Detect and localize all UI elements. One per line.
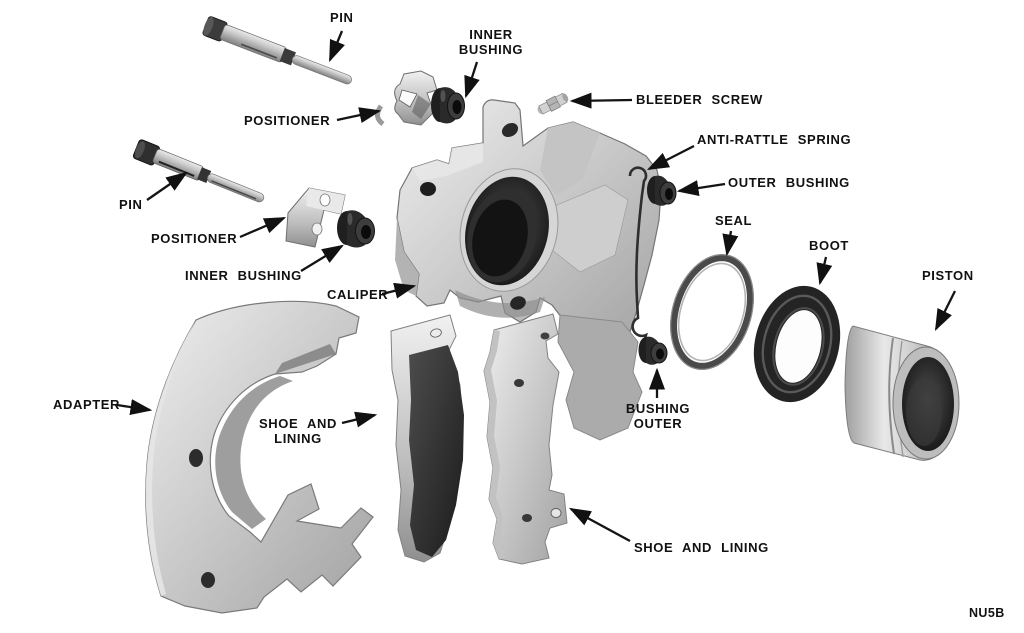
anti-rattle-spring-part — [628, 166, 648, 353]
figure-code: NU5B — [969, 606, 1005, 620]
outer-bushing-part — [647, 175, 677, 206]
label-bushing-outer: BUSHING OUTER — [625, 401, 691, 431]
inner-bushing-top-part — [431, 87, 465, 124]
label-piston: PISTON — [922, 268, 974, 283]
bleeder-screw-part — [537, 92, 569, 115]
piston-part — [844, 325, 960, 461]
label-positioner-left: POSITIONER — [151, 231, 238, 246]
adapter-part — [145, 300, 374, 614]
label-boot: BOOT — [809, 238, 849, 253]
pin-left-part — [132, 139, 265, 203]
positioner-left-part — [285, 187, 346, 248]
positioner-top-part — [375, 70, 438, 127]
callout-arrows — [116, 30, 957, 543]
label-shoe-and-lining-bottom: SHOE AND LINING — [634, 540, 769, 555]
label-inner-bushing-left: INNER BUSHING — [185, 268, 302, 283]
label-caliper: CALIPER — [327, 287, 389, 302]
shoe-lining-inner-part — [390, 314, 464, 563]
label-outer-bushing: OUTER BUSHING — [728, 175, 850, 190]
label-positioner-top: POSITIONER — [244, 113, 331, 128]
boot-part — [753, 285, 841, 403]
label-bleeder-screw: BLEEDER SCREW — [636, 92, 763, 107]
inner-bushing-left-part — [337, 210, 375, 248]
shoe-lining-outer-part — [483, 313, 568, 565]
label-pin-left: PIN — [119, 197, 143, 212]
pin-top-part — [202, 16, 352, 85]
label-inner-bushing-top: INNER BUSHING — [458, 27, 524, 57]
label-seal: SEAL — [715, 213, 753, 228]
caliper-part — [395, 99, 662, 441]
label-adapter: ADAPTER — [53, 397, 121, 412]
label-anti-rattle-spring: ANTI-RATTLE SPRING — [697, 132, 852, 147]
label-shoe-and-lining-middle: SHOE AND LINING — [259, 416, 337, 446]
label-pin-top: PIN — [330, 10, 354, 25]
bushing-outer-part — [638, 336, 668, 365]
seal-part — [670, 254, 754, 370]
